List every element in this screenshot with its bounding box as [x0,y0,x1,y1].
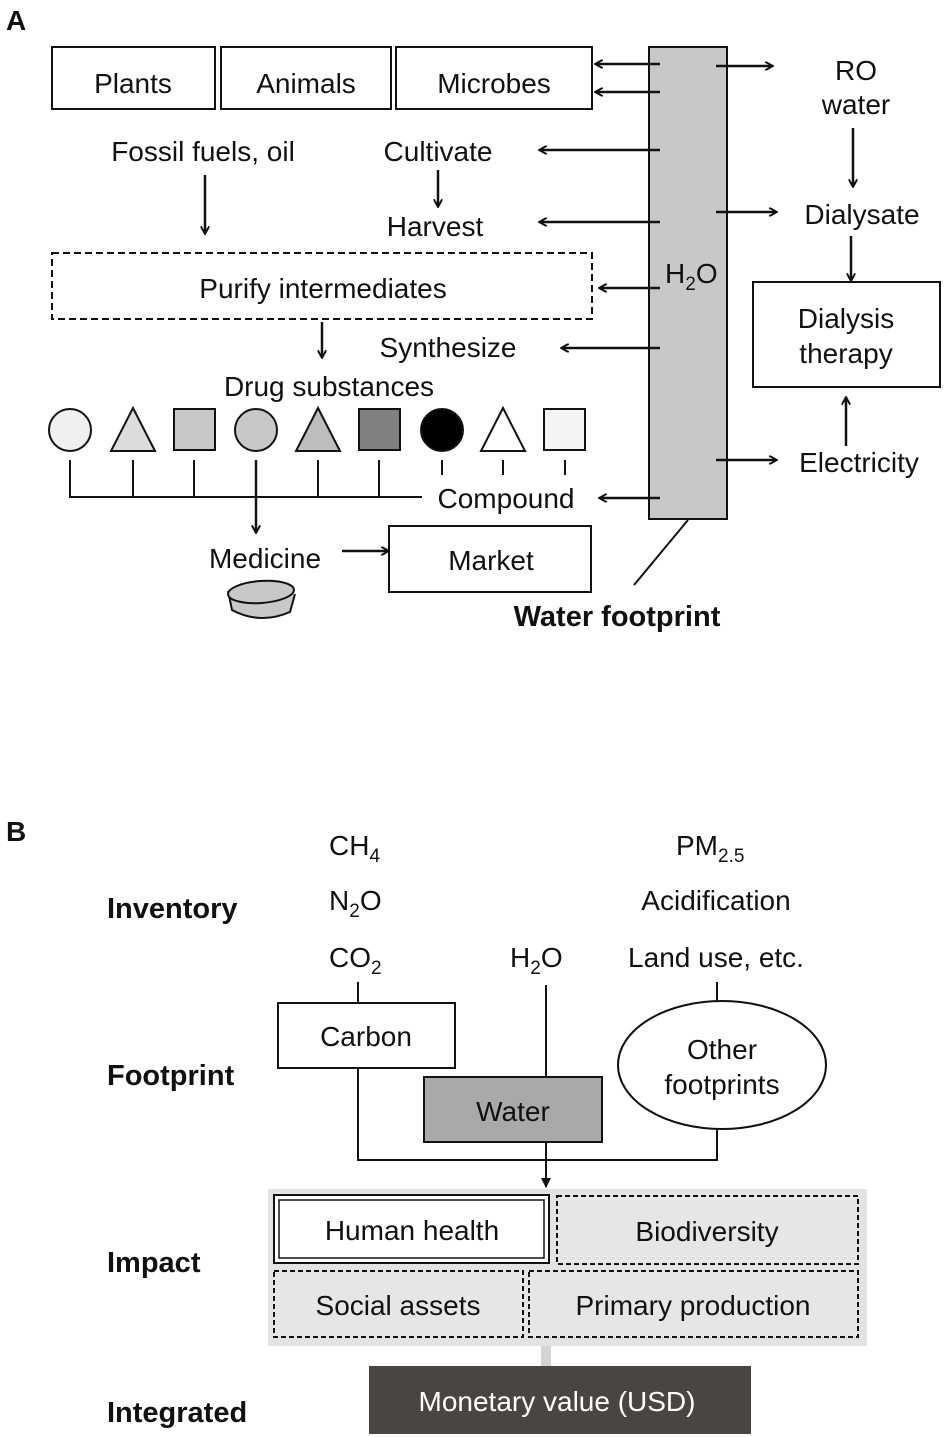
purify-label: Purify intermediates [199,273,446,304]
drug-substances-label: Drug substances [224,371,434,402]
human-health-label: Human health [325,1215,499,1246]
panel-b-label: B [6,816,26,847]
panel-a-label: A [6,5,26,36]
ch4-label: CH4 [329,830,380,867]
substance-circle-gray [234,408,278,452]
microbes-box [395,46,593,110]
cultivate-label: Cultivate [384,136,493,167]
compound-label: Compound [438,483,575,514]
dialysate-label: Dialysate [804,199,919,230]
other-footprints-line1: Other [687,1034,757,1065]
other-footprints-ellipse [617,1000,827,1130]
dialysis-therapy-box [752,281,941,388]
water-footprint-leader [633,519,689,586]
ro-water-line1: RO [835,55,877,86]
water-footprint-label: Water footprint [514,601,721,633]
pm25-label: PM2.5 [676,830,744,867]
substance-square-white [543,408,586,451]
market-label: Market [448,545,534,576]
other-footprints-line2: footprints [664,1069,779,1100]
land-use-label: Land use, etc. [628,942,804,973]
water-box [423,1076,603,1143]
microbes-label: Microbes [437,68,551,99]
row-footprint-label: Footprint [107,1060,235,1092]
primary-production-label: Primary production [576,1290,811,1321]
primary-production-box [528,1270,859,1338]
plants-box [51,46,216,110]
synthesize-label: Synthesize [380,332,517,363]
carbon-box [277,1002,456,1069]
substance-circle-black [420,408,464,452]
biodiversity-box [556,1195,859,1265]
ro-water-line2: water [821,89,890,120]
substance-square-gray [173,408,216,451]
medicine-label: Medicine [209,543,321,574]
row-inventory-label: Inventory [107,893,238,925]
harvest-label: Harvest [387,211,484,242]
social-assets-box [273,1270,524,1338]
pill-icon [227,579,296,619]
social-assets-label: Social assets [316,1290,481,1321]
h2o-inventory-label: H2O [510,942,563,979]
substance-triangle-light [109,405,157,452]
monetary-box [369,1366,751,1434]
h2o-column-label: H2O [665,258,718,295]
purify-box [51,252,593,320]
footprint-connectors [357,982,718,1161]
dialysis-line2: therapy [799,338,892,369]
animals-label: Animals [256,68,356,99]
water-label: Water [476,1096,550,1127]
water-column [648,46,728,520]
substance-triangle-gray [294,405,342,452]
compound-tree [69,460,566,498]
dialysis-line1: Dialysis [798,303,894,334]
substance-square-dark [358,408,401,451]
acidification-label: Acidification [641,885,790,916]
animals-box [220,46,392,110]
row-impact-label: Impact [107,1247,201,1279]
fossil-fuels-label: Fossil fuels, oil [111,136,295,167]
row-integrated-label: Integrated [107,1397,247,1429]
n2o-label: N2O [329,885,382,922]
monetary-label: Monetary value (USD) [419,1386,696,1417]
biodiversity-label: Biodiversity [635,1216,778,1247]
carbon-label: Carbon [320,1021,412,1052]
electricity-label: Electricity [799,447,919,478]
market-box [388,525,592,593]
co2-label: CO2 [329,942,382,979]
human-health-box [273,1194,550,1264]
plants-label: Plants [94,68,172,99]
substance-triangle-white [479,405,527,452]
substance-circle-white [48,408,92,452]
human-health-inner-border [278,1199,545,1259]
